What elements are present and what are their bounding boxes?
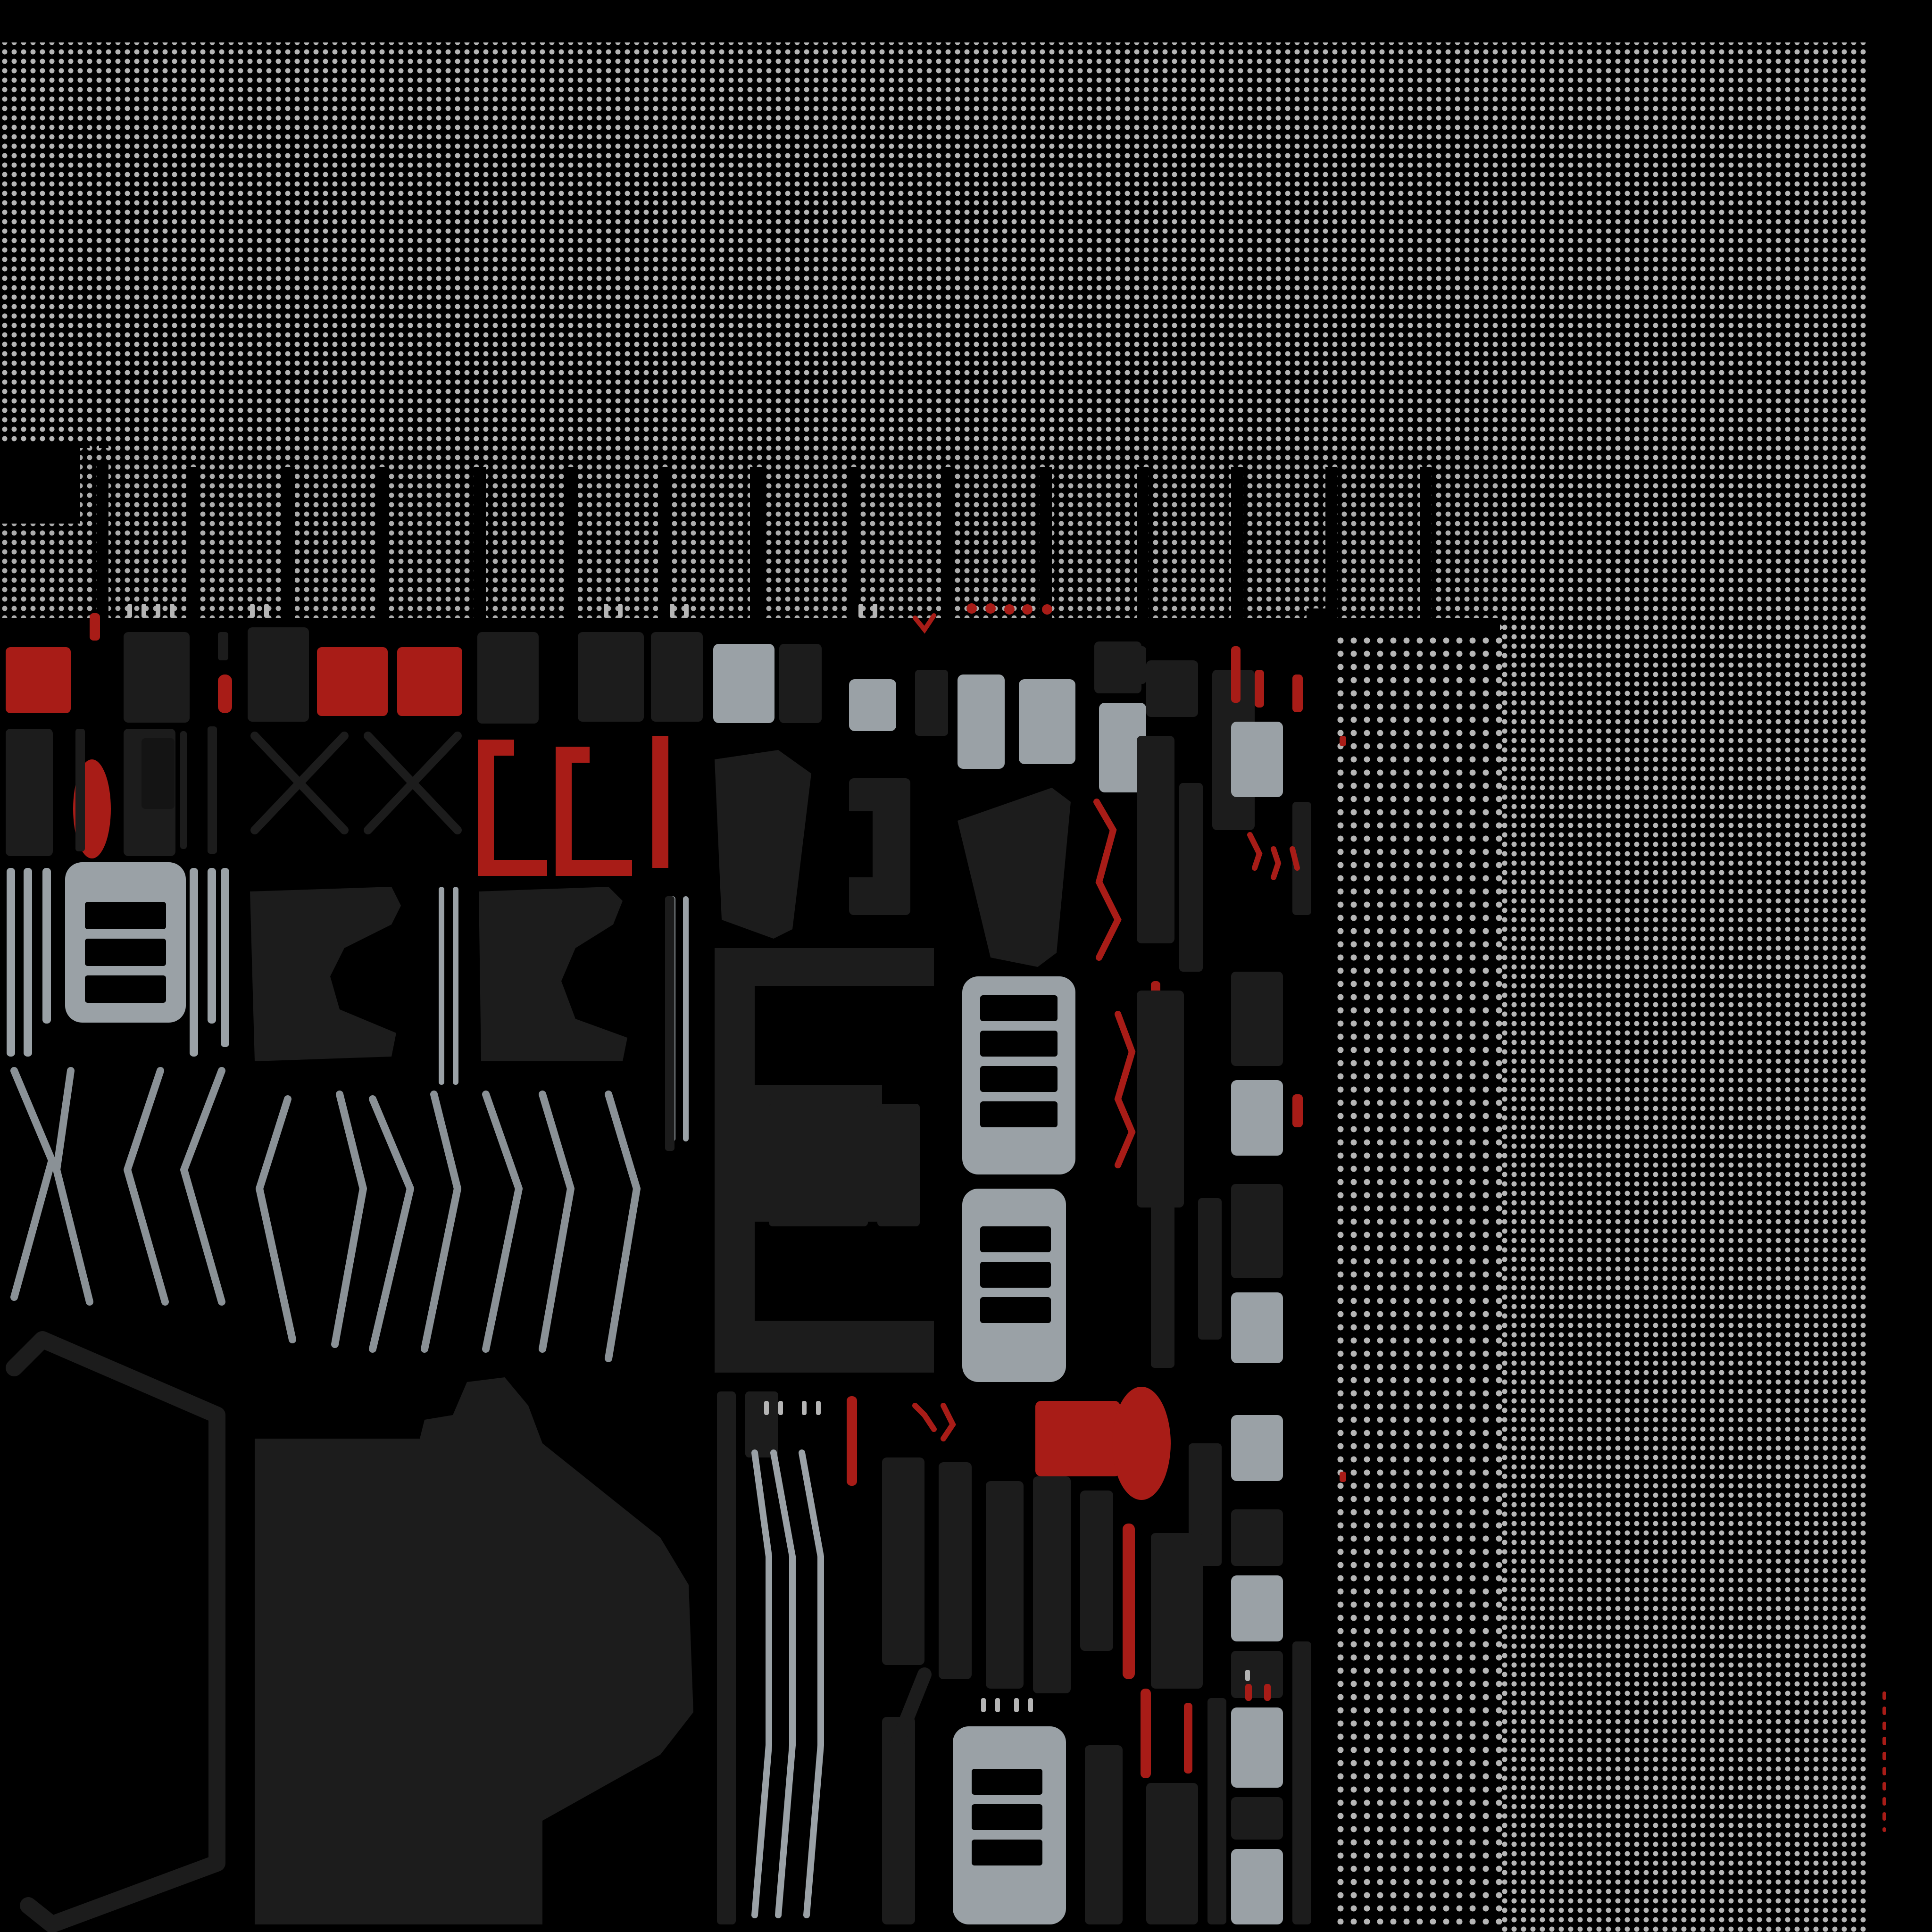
dot-grid-right-band [1500, 387, 1896, 1932]
tick-marks [127, 604, 877, 618]
dark-block [578, 632, 644, 722]
chevron-strips [10, 1067, 641, 1362]
red-block [397, 647, 462, 716]
dot-grid-right-sparse [1321, 623, 1509, 1924]
red-tick [90, 613, 100, 641]
dot-grid-cutouts [1500, 0, 1932, 1932]
dark-slot [218, 632, 228, 660]
left-column-panels [6, 726, 217, 858]
cross-marks [250, 732, 462, 834]
grey-block [713, 644, 774, 723]
radio-body-shell [255, 1377, 693, 1924]
red-bracket-shapes [478, 736, 668, 876]
dot-grid-region [0, 42, 1896, 1932]
dark-shield-panels [250, 887, 675, 1151]
dark-block [477, 632, 539, 724]
red-dots-top [913, 603, 1052, 634]
dark-block [651, 632, 703, 722]
red-block [317, 647, 388, 716]
dark-block [248, 627, 309, 722]
grey-buckle-frame [65, 862, 186, 1023]
panel-blocks-row [6, 613, 822, 724]
component-column-center [715, 646, 1192, 1924]
grey-tick-marks [764, 1401, 1250, 1712]
component-column-right [1094, 641, 1886, 1924]
handle-outline [6, 1331, 225, 1932]
dot-grid-top-band [0, 42, 1868, 448]
dark-block [779, 644, 822, 723]
grey-bars [7, 868, 689, 1141]
red-pill [218, 675, 232, 713]
dark-block [124, 632, 190, 723]
red-block [6, 647, 71, 713]
